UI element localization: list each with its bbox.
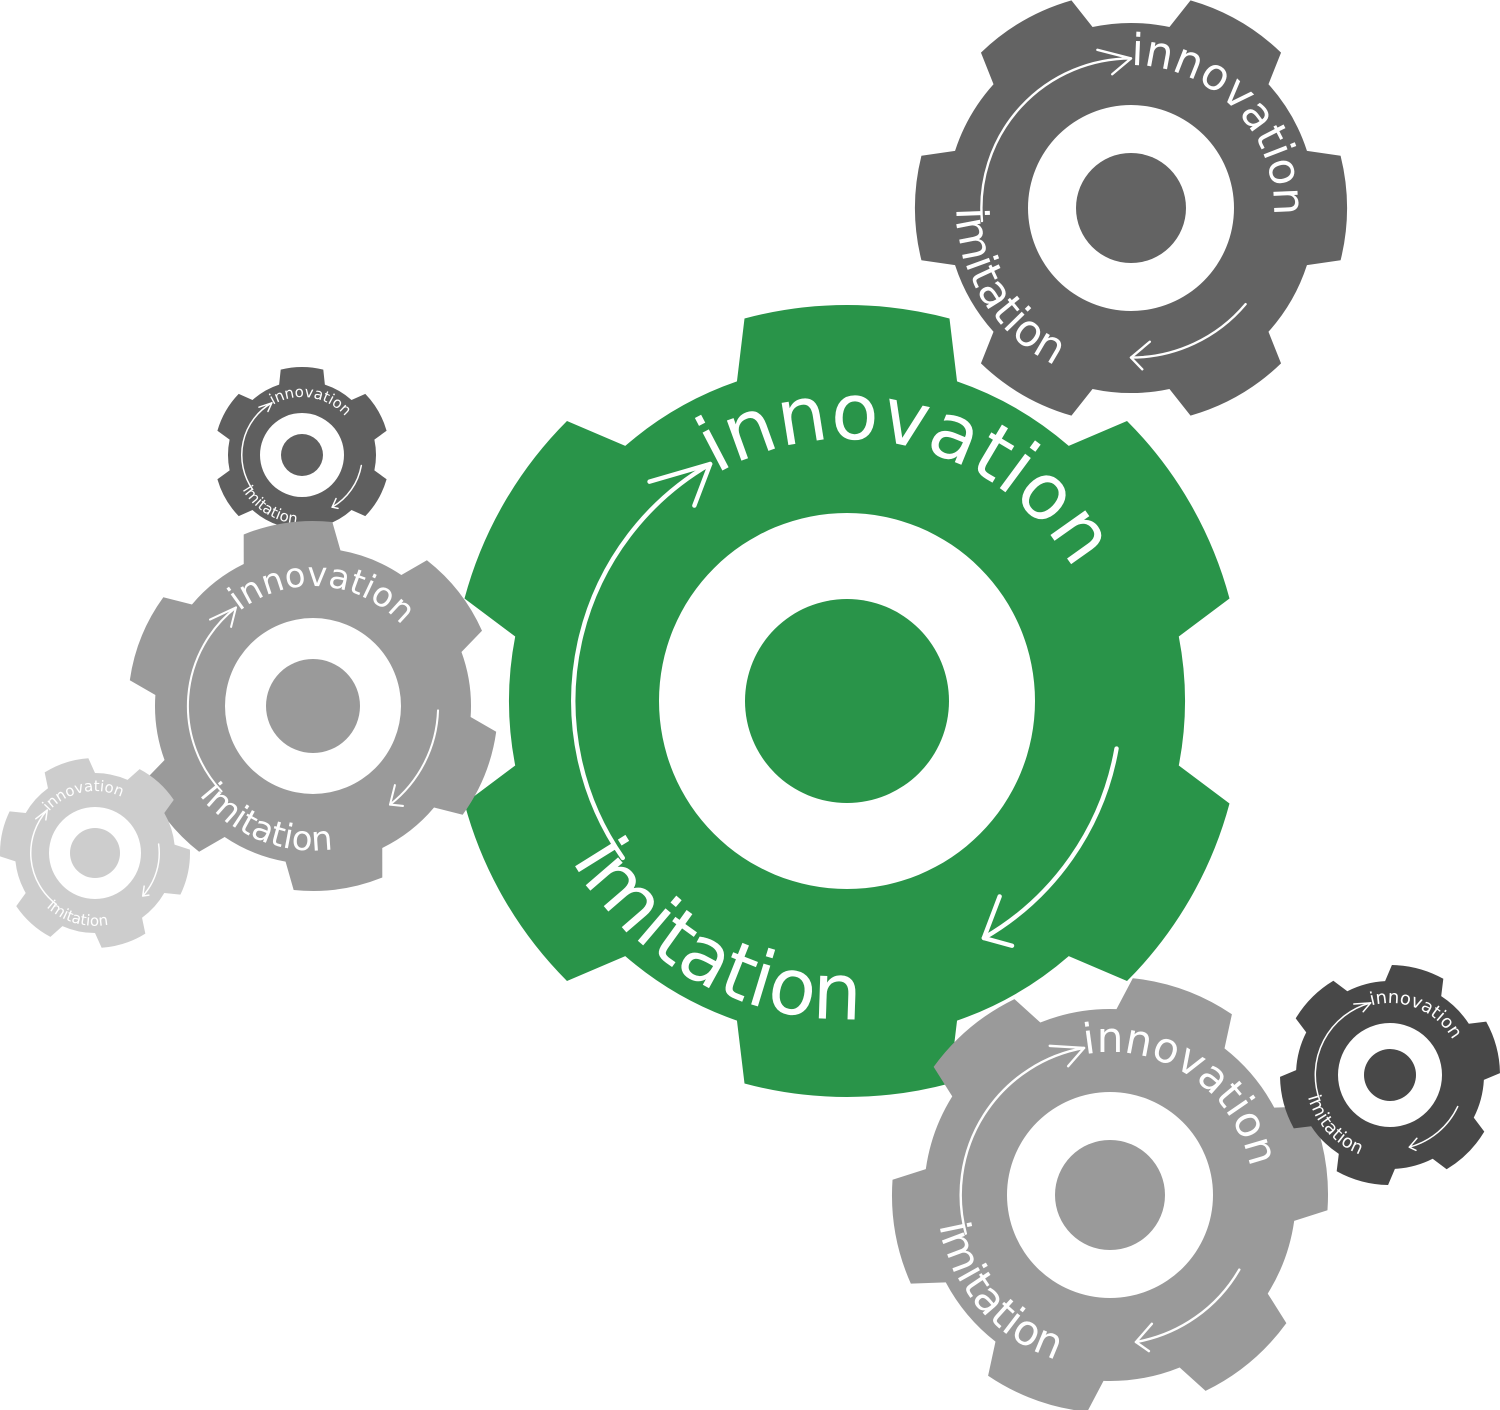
gear-hub	[1076, 153, 1186, 263]
arrowhead-icon	[258, 402, 273, 413]
arrowhead-icon	[1048, 1044, 1086, 1068]
arrowhead-icon	[388, 784, 404, 807]
cycle-arrow-up-icon	[1314, 1002, 1372, 1102]
arrowhead-icon	[1134, 1322, 1154, 1353]
cycle-arrow-up-icon	[241, 402, 273, 491]
cycle-arrow-down-icon	[981, 746, 1119, 941]
cycle-arrow-down-icon	[1129, 302, 1247, 359]
arrowhead-icon	[35, 809, 49, 821]
gear-hub	[1364, 1049, 1416, 1101]
gear-hub	[70, 828, 120, 878]
cycle-arrow-down-icon	[331, 464, 363, 508]
arrowhead-icon	[141, 885, 150, 897]
gear-hub	[266, 659, 360, 753]
arrowhead-icon	[1096, 48, 1133, 76]
arrowhead-icon	[208, 606, 238, 628]
arrowhead-icon	[1353, 1002, 1372, 1013]
cycle-arrow-down-icon	[1134, 1268, 1241, 1344]
arrowhead-icon	[1129, 340, 1151, 371]
cycle-arrow-up-icon	[186, 606, 238, 793]
arrowhead-icon	[1408, 1137, 1418, 1152]
cycle-arrow-down-icon	[1408, 1105, 1459, 1148]
cycle-arrow-up-icon	[30, 809, 58, 906]
cycle-arrow-down-icon	[388, 709, 440, 806]
gear-hub	[745, 599, 949, 803]
gear-body	[892, 978, 1328, 1410]
gear-hub	[281, 434, 323, 476]
arrowhead-icon	[981, 894, 1015, 948]
cycle-arrow-up-icon	[571, 461, 713, 861]
arrowhead-icon	[331, 497, 339, 510]
cycle-arrow-down-icon	[141, 843, 160, 897]
arrowhead-icon	[647, 461, 713, 508]
cycle-arrow-up-icon	[959, 1046, 1086, 1235]
gear-hub	[1055, 1140, 1165, 1250]
gear-body	[0, 758, 191, 948]
gear-body	[1280, 965, 1500, 1185]
cycle-arrow-up-icon	[980, 57, 1133, 223]
